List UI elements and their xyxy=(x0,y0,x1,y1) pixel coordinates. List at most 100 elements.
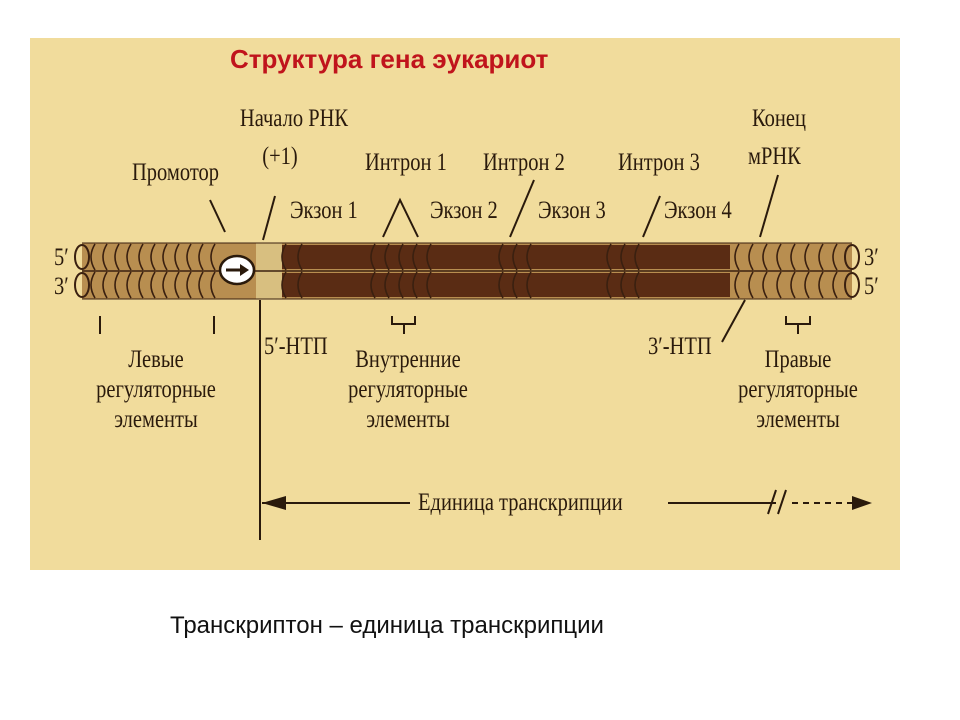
helix-rib xyxy=(426,271,432,299)
helix-rib xyxy=(526,243,532,271)
helix-rib xyxy=(114,243,120,271)
label-3prime-bottom-left: 3′ xyxy=(54,273,69,300)
helix-rib xyxy=(174,243,180,271)
helix-rib xyxy=(370,271,376,299)
helix-rib xyxy=(150,243,156,271)
helix-rib xyxy=(776,271,782,299)
helix-rib xyxy=(186,243,192,271)
helix-rib xyxy=(384,271,390,299)
helix-rib xyxy=(498,243,504,271)
helix-rib xyxy=(90,243,96,271)
helix-ribs xyxy=(90,243,838,299)
helix-rib xyxy=(186,271,192,299)
helix-rib xyxy=(102,271,108,299)
helix-rib xyxy=(804,243,810,271)
helix-rib xyxy=(150,271,156,299)
label-internal-regulatory-2: регуляторные xyxy=(348,376,468,403)
helix-rib xyxy=(198,271,204,299)
label-exon-3: Экзон 3 xyxy=(538,197,606,224)
helix-rib xyxy=(734,271,740,299)
helix-rib xyxy=(138,271,144,299)
helix-rib xyxy=(198,243,204,271)
helix-rib xyxy=(606,271,612,299)
helix-rib xyxy=(90,271,96,299)
label-utr3: 3′-НТП xyxy=(648,333,712,360)
label-right-regulatory-2: регуляторные xyxy=(738,376,858,403)
helix-rib xyxy=(748,243,754,271)
label-intron-1: Интрон 1 xyxy=(365,149,447,176)
helix-rib xyxy=(370,243,376,271)
helix-rib xyxy=(210,243,216,271)
label-right-regulatory-3: элементы xyxy=(756,406,840,433)
helix-rib xyxy=(398,243,404,271)
label-internal-regulatory-3: элементы xyxy=(366,406,450,433)
helix-rib xyxy=(398,271,404,299)
label-intron-3: Интрон 3 xyxy=(618,149,700,176)
helix-rib xyxy=(762,271,768,299)
diagram-title: Структура гена эукариот xyxy=(230,44,549,74)
label-intron-2: Интрон 2 xyxy=(483,149,565,176)
transcription-start-arrow-icon xyxy=(218,254,256,286)
helix-rib xyxy=(281,271,287,299)
helix-rib xyxy=(210,271,216,299)
label-right-regulatory-1: Правые xyxy=(764,346,832,373)
helix-rib xyxy=(162,271,168,299)
helix-rib xyxy=(790,243,796,271)
helix-rib xyxy=(832,271,838,299)
helix-rib xyxy=(138,243,144,271)
helix-rib xyxy=(384,243,390,271)
label-5prime-top-left: 5′ xyxy=(54,244,69,271)
label-mrna: мРНК xyxy=(748,143,801,170)
label-transcription-unit: Единица транскрипции xyxy=(418,489,623,516)
helix-rib xyxy=(512,271,518,299)
helix-rib xyxy=(526,271,532,299)
helix-rib xyxy=(804,271,810,299)
pointer-lines xyxy=(99,174,811,540)
label-exon-4: Экзон 4 xyxy=(664,197,732,224)
helix-rib xyxy=(102,243,108,271)
helix-rib xyxy=(174,271,180,299)
helix-rib xyxy=(412,243,418,271)
helix-rib xyxy=(634,271,640,299)
helix-rib xyxy=(818,271,824,299)
label-3prime-top-right: 3′ xyxy=(864,244,879,271)
label-rna-start: Начало РНК xyxy=(239,105,349,132)
helix-rib xyxy=(734,243,740,271)
helix-rib xyxy=(412,271,418,299)
helix-rib xyxy=(512,243,518,271)
label-left-regulatory-2: регуляторные xyxy=(96,376,216,403)
label-exon-2: Экзон 2 xyxy=(430,197,498,224)
label-exon-1: Экзон 1 xyxy=(290,197,358,224)
helix-rib xyxy=(114,271,120,299)
helix-rib xyxy=(281,243,287,271)
helix-rib xyxy=(748,271,754,299)
helix-rib xyxy=(818,243,824,271)
label-5prime-bottom-right: 5′ xyxy=(864,273,879,300)
label-left-regulatory-1: Левые xyxy=(128,346,184,373)
helix-rib xyxy=(126,243,132,271)
exon-intron-region-bottom xyxy=(280,273,730,297)
diagram-panel xyxy=(30,38,900,570)
helix-rib xyxy=(620,243,626,271)
label-left-regulatory-3: элементы xyxy=(114,406,198,433)
helix-rib xyxy=(790,271,796,299)
caption-text: Транскриптон – единица транскрипции xyxy=(170,612,604,639)
helix-rib xyxy=(126,271,132,299)
label-promoter: Промотор xyxy=(132,159,220,186)
helix-rib xyxy=(498,271,504,299)
helix-rib xyxy=(426,243,432,271)
helix-rib xyxy=(162,243,168,271)
helix-rib xyxy=(297,243,303,271)
label-internal-regulatory-1: Внутренние xyxy=(355,346,461,373)
helix-rib xyxy=(832,243,838,271)
helix-rib xyxy=(776,243,782,271)
helix-rib xyxy=(606,243,612,271)
exon-intron-region-top xyxy=(280,245,730,269)
helix-rib xyxy=(297,271,303,299)
helix-rib xyxy=(634,243,640,271)
helix-rib xyxy=(762,243,768,271)
helix-rib xyxy=(620,271,626,299)
label-mrna-end: Конец xyxy=(752,105,806,132)
label-plus-one: (+1) xyxy=(262,143,298,170)
